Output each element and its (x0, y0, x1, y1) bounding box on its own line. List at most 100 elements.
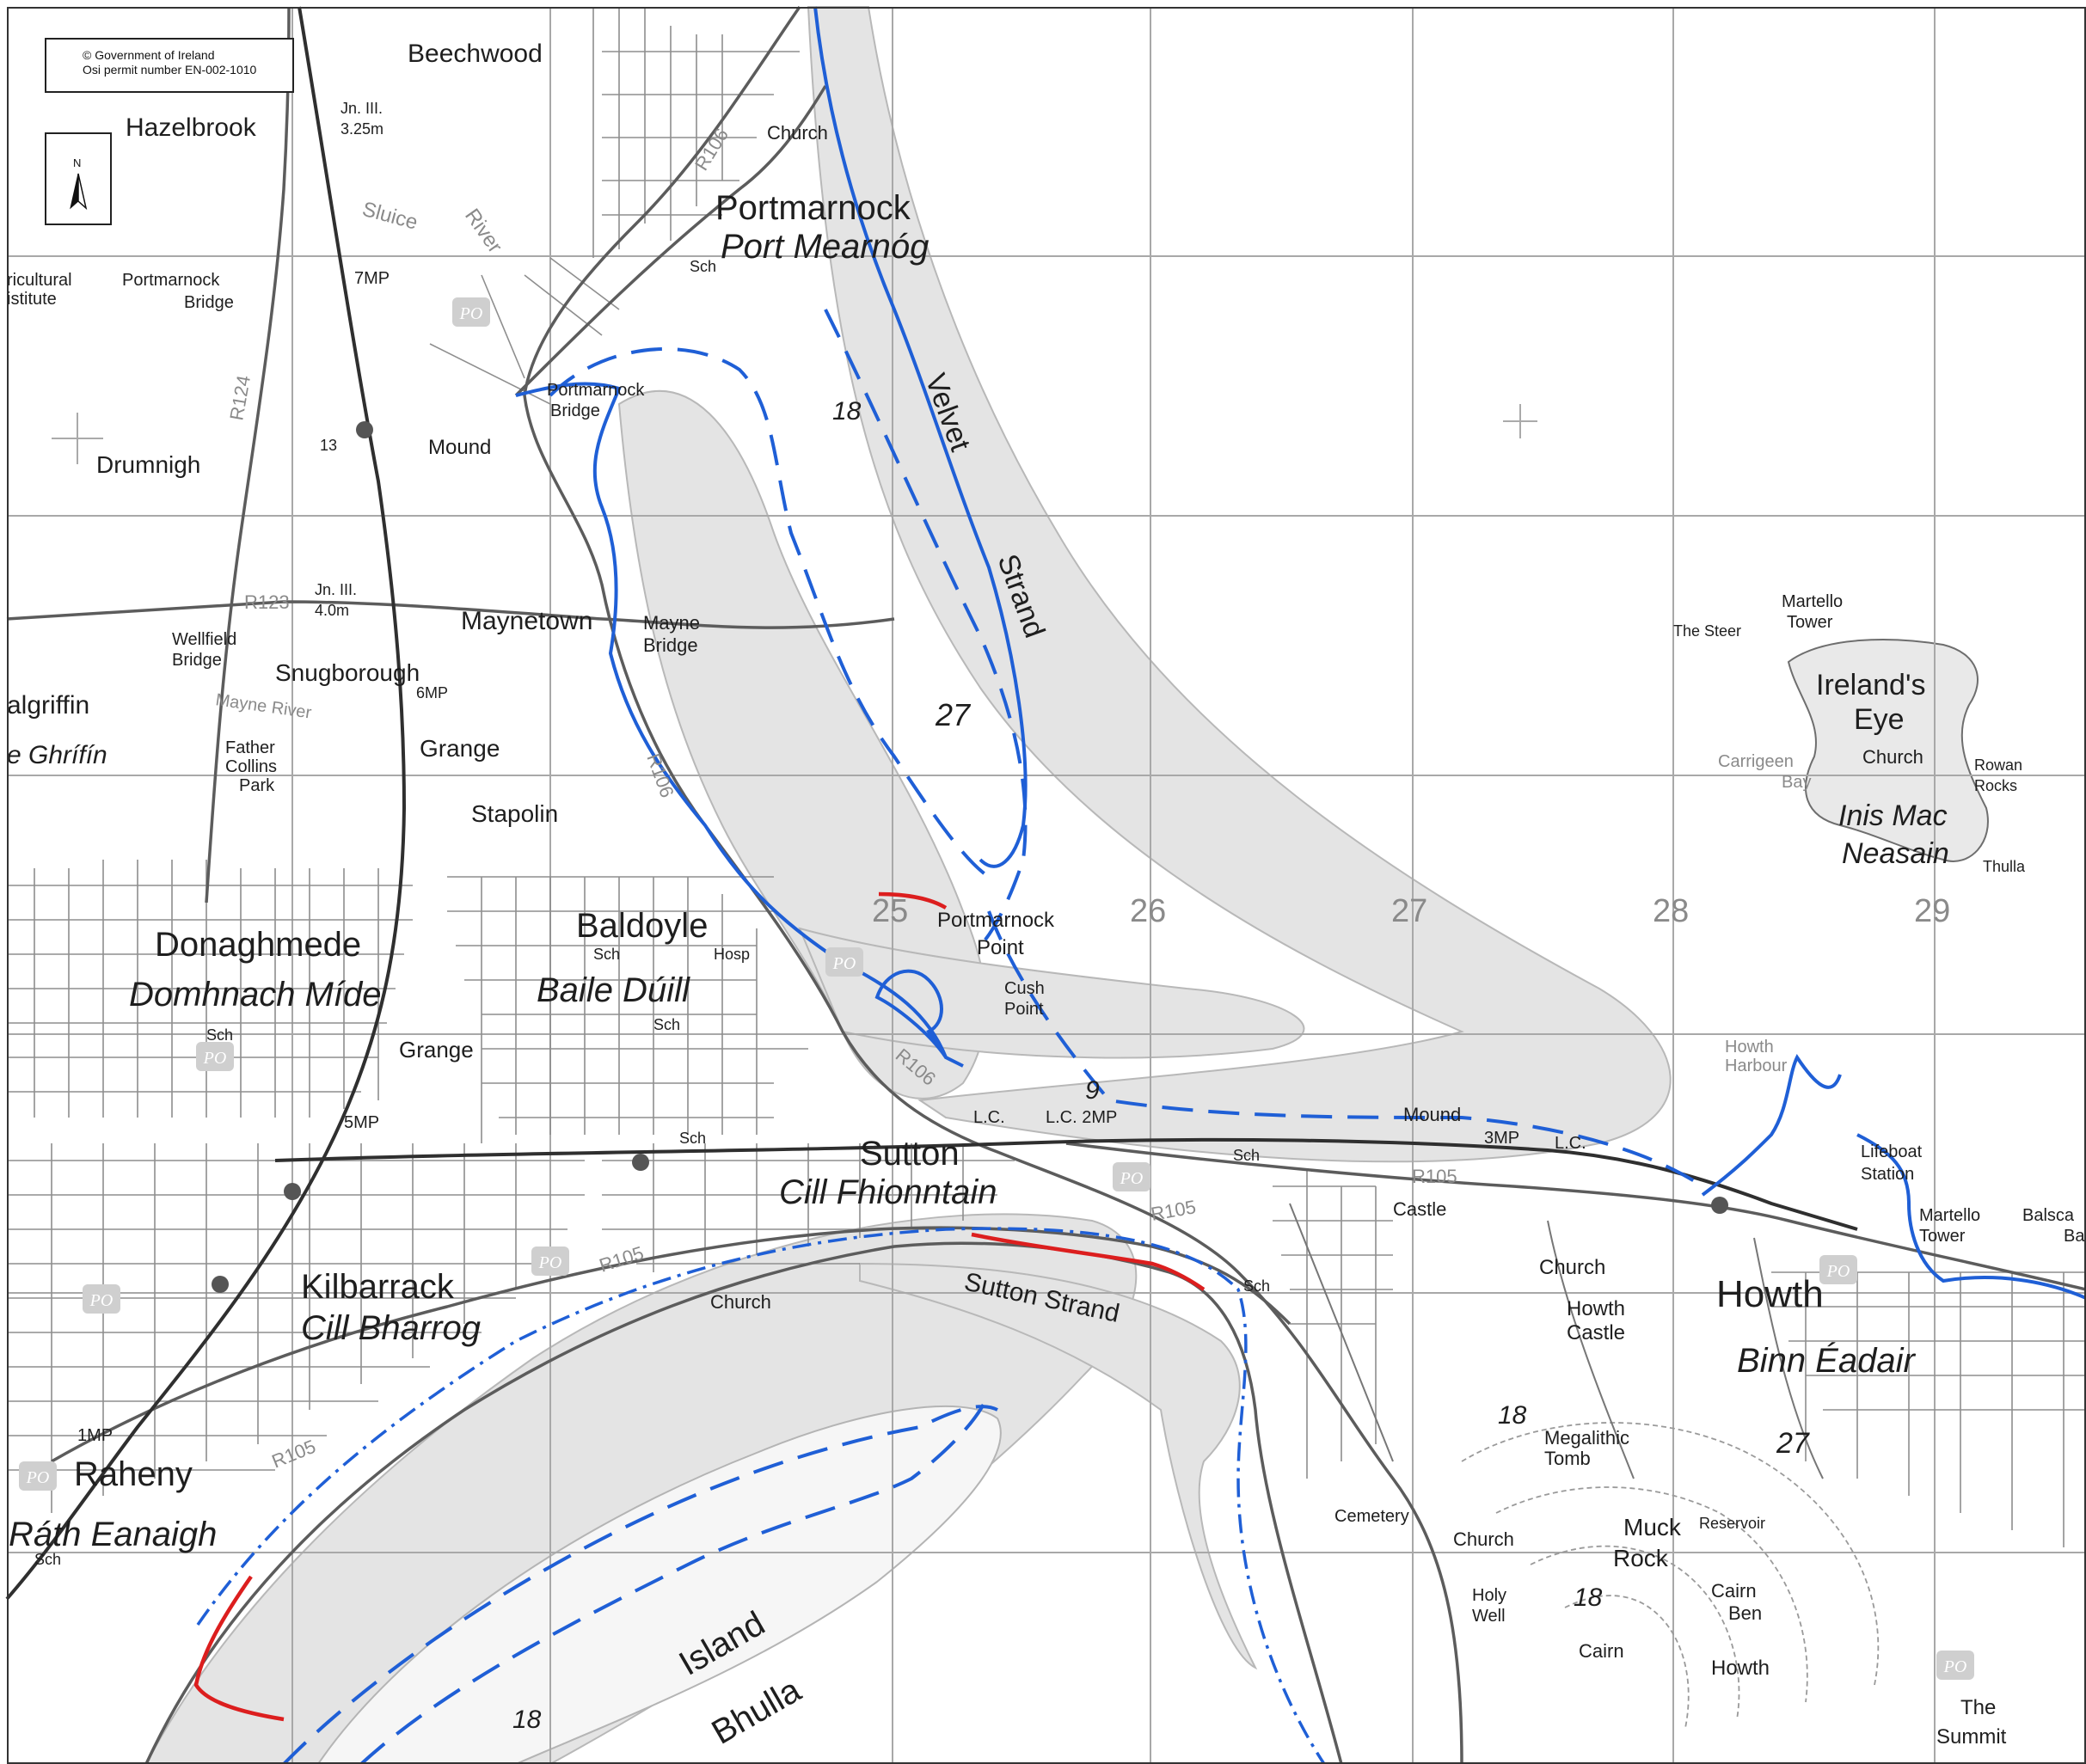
label-kilbarrack: Kilbarrack (301, 1268, 455, 1306)
label-mayne-bridge-2: Bridge (643, 634, 698, 656)
svg-text:PO: PO (26, 1468, 50, 1487)
label-grange-2: Grange (399, 1037, 474, 1063)
label-the-summit-2: Summit (1936, 1725, 2007, 1749)
label-church-eye: Church (1862, 746, 1923, 768)
velvet-strand-sand (807, 6, 1672, 1163)
label-mound-sutton: Mound (1403, 1104, 1461, 1125)
label-mayne-river: Mayne River (214, 690, 313, 722)
label-wellfield: Wellfield (172, 630, 236, 649)
label-road-r105-d: R105 (1412, 1166, 1457, 1187)
label-howth-irish: Binn Éadair (1737, 1341, 1916, 1380)
label-school-8: Sch (34, 1551, 61, 1568)
streets-howth (1273, 1169, 2086, 1547)
label-howth: Howth (1716, 1273, 1824, 1315)
label-kilbarrack-irish: Cill Bharrog (301, 1309, 481, 1347)
label-drumnigh: Drumnigh (96, 451, 200, 478)
label-the-summit-1: The (1960, 1696, 1996, 1719)
urban-streets (7, 9, 2086, 1729)
road-sutton-howth (1065, 1142, 2086, 1291)
svg-text:PO: PO (1120, 1169, 1144, 1188)
label-balgriffin: algriffin (7, 691, 89, 720)
po-marker-3: PO (196, 1042, 234, 1071)
streets-baldoyle (447, 876, 808, 1143)
red-route-sutton (971, 1232, 1206, 1291)
label-mp-6: 6MP (416, 684, 448, 701)
foreshore-areas (144, 6, 1989, 1764)
label-baldoyle: Baldoyle (576, 907, 708, 945)
label-collins-park-2: Collins (225, 757, 277, 776)
label-grange: Grange (420, 735, 500, 762)
label-snugborough: Snugborough (275, 659, 420, 686)
label-irelands-eye-irish-2: Neasain (1842, 837, 1949, 870)
baldoyle-estuary-sand (617, 389, 987, 1099)
feature-labels: Velvet Strand Sutton Strand Island Bhull… (34, 100, 2085, 1752)
po-marker-4: PO (1113, 1162, 1150, 1191)
label-donaghmede-irish: Domhnach Míde (129, 976, 381, 1014)
label-church-sutton: Church (710, 1291, 771, 1313)
grid-numbers: 25 26 27 28 29 (872, 893, 1950, 929)
label-sutton-irish: Cill Fhionntain (779, 1173, 997, 1211)
road-r105 (51, 1226, 1291, 1463)
railway (5, 6, 1858, 1601)
label-raheny-irish: Ráth Eanaigh (9, 1516, 217, 1553)
label-reservoir: Reservoir (1699, 1515, 1765, 1532)
label-road-r105-c: R105 (1150, 1196, 1198, 1225)
label-school-5: Sch (679, 1130, 706, 1147)
svg-text:PO: PO (832, 954, 856, 973)
svg-text:PO: PO (538, 1253, 562, 1272)
road-howth-inland (1289, 1203, 1824, 1479)
label-thulla: Thulla (1983, 858, 2026, 875)
label-cush: Cush (1004, 979, 1045, 998)
label-howth-castle-2: Castle (1567, 1321, 1625, 1344)
label-school-3: Sch (653, 1016, 680, 1033)
grid-number-27: 27 (1391, 893, 1427, 929)
label-holy-well-1: Holy (1472, 1586, 1506, 1605)
label-balscadden-2: Ba (2064, 1227, 2085, 1246)
label-mp-1: 1MP (77, 1426, 113, 1445)
label-junction-2: 3.25m (341, 120, 383, 138)
road-r106 (523, 6, 1463, 1764)
label-martello-tower-3: Martello (1919, 1206, 1980, 1225)
grid-crosshair-2 (52, 413, 103, 464)
label-road-r123: R123 (244, 591, 290, 613)
copyright-line-1: © Government of Ireland (83, 48, 215, 62)
blue-route-bull-island-dash (282, 1392, 998, 1764)
label-height-5: 27 (1776, 1427, 1810, 1460)
label-lifeboat-1: Lifeboat (1861, 1142, 1923, 1161)
label-martello-tower-2: Tower (1787, 613, 1833, 632)
label-cairn-2: Cairn (1711, 1580, 1757, 1602)
po-marker-6: PO (83, 1284, 120, 1314)
label-martello-tower-1: Martello (1782, 592, 1843, 611)
label-church-portmarnock: Church (767, 122, 828, 144)
po-marker-5: PO (531, 1246, 569, 1276)
blue-route-north-solid (813, 6, 1028, 868)
label-height-8: 13 (320, 437, 337, 454)
label-irelands-eye-irish-1: Inis Mac (1838, 799, 1948, 832)
label-school-4: Sch (206, 1026, 233, 1044)
label-height-1: 18 (832, 397, 862, 426)
label-junction-4: 4.0m (315, 602, 349, 619)
label-portmarnock-bridge-w1: Portmarnock (122, 271, 220, 290)
label-howth-harbour-2: Harbour (1725, 1057, 1788, 1075)
label-mp-7: 7MP (354, 269, 390, 288)
sutton-strand-sand (859, 1262, 1258, 1670)
copyright-line-2: Osi permit number EN-002-1010 (83, 63, 257, 77)
label-church-howth: Church (1539, 1256, 1605, 1279)
streets-donaghmede (7, 860, 413, 1118)
po-marker-1: PO (452, 297, 490, 327)
road-portmarnock-main (514, 85, 827, 397)
svg-text:PO: PO (459, 304, 483, 323)
map-grid (7, 7, 2086, 1764)
label-lifeboat-2: Station (1861, 1165, 1914, 1184)
label-collins-park-3: Park (239, 776, 275, 795)
label-donaghmede: Donaghmede (155, 926, 361, 964)
north-arrow-icon (70, 173, 88, 211)
svg-text:PO: PO (203, 1049, 227, 1068)
label-height-2: 27 (935, 697, 972, 732)
station-portmarnock (356, 421, 373, 438)
label-river: River (460, 205, 506, 257)
label-megalithic-1: Megalithic (1544, 1427, 1629, 1449)
svg-text:PO: PO (1943, 1657, 1967, 1676)
label-portmarnock-point-2: Point (977, 936, 1024, 959)
